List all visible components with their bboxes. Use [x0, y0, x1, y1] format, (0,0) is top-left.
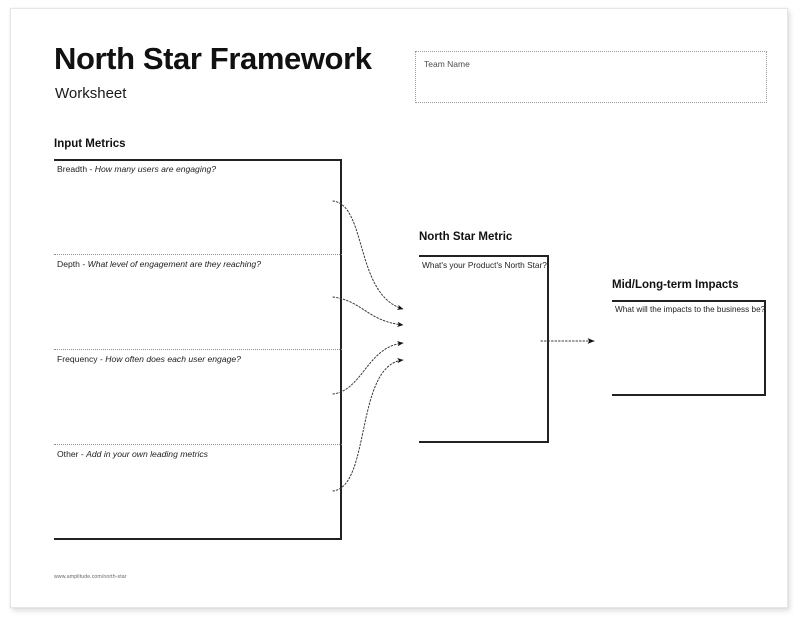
team-name-label: Team Name [424, 59, 470, 69]
metric-label-frequency: Frequency - How often does each user eng… [57, 354, 241, 364]
input-metrics-box: Breadth - How many users are engaging? D… [54, 159, 342, 540]
connector-breadth-to-nsm [332, 200, 404, 310]
north-star-metric-box[interactable]: What's your Product's North Star? [419, 255, 549, 443]
impacts-heading: Mid/Long-term Impacts [612, 279, 739, 291]
nsm-top-rule [419, 255, 549, 257]
input-metrics-bottom-rule [54, 538, 342, 540]
metric-prompt: How many users are engaging? [94, 164, 217, 174]
metric-row-other[interactable]: Other - Add in your own leading metrics [54, 444, 342, 540]
impacts-top-rule [612, 300, 766, 302]
metric-prefix: Frequency - [57, 354, 106, 364]
metric-label-depth: Depth - What level of engagement are the… [57, 259, 261, 269]
impacts-prompt: What will the impacts to the business be… [615, 305, 766, 314]
input-metrics-heading: Input Metrics [54, 138, 126, 150]
metric-prefix: Breadth - [57, 164, 95, 174]
metric-divider [54, 349, 342, 350]
impacts-bottom-rule [612, 394, 766, 396]
metric-row-breadth[interactable]: Breadth - How many users are engaging? [54, 159, 342, 254]
north-star-metric-heading: North Star Metric [419, 231, 513, 243]
nsm-bottom-rule [419, 441, 549, 443]
metric-divider [54, 444, 342, 445]
nsm-right-rule [547, 255, 549, 443]
metric-label-other: Other - Add in your own leading metrics [57, 449, 208, 459]
north-star-metric-prompt: What's your Product's North Star? [422, 260, 547, 270]
metric-prefix: Other - [57, 449, 87, 459]
page-subtitle: Worksheet [55, 85, 127, 102]
impacts-right-rule [764, 300, 766, 396]
metric-prompt: How often does each user engage? [105, 354, 241, 364]
connector-other-to-nsm [332, 358, 404, 492]
metric-row-depth[interactable]: Depth - What level of engagement are the… [54, 254, 342, 349]
input-metrics-top-rule [54, 159, 342, 161]
metric-label-breadth: Breadth - How many users are engaging? [57, 164, 216, 174]
metric-prefix: Depth - [57, 259, 88, 269]
page-title: North Star Framework [54, 41, 372, 76]
metric-prompt: Add in your own leading metrics [86, 449, 208, 459]
metric-divider [54, 254, 342, 255]
metric-prompt: What level of engagement are they reachi… [87, 259, 261, 269]
footer-url[interactable]: www.amplitude.com/north-star [54, 574, 127, 580]
impacts-box[interactable]: What will the impacts to the business be… [612, 300, 766, 396]
connector-frequency-to-nsm [332, 341, 404, 395]
worksheet-sheet: North Star Framework Worksheet Team Name… [10, 8, 788, 608]
metric-row-frequency[interactable]: Frequency - How often does each user eng… [54, 349, 342, 444]
team-name-field[interactable]: Team Name [415, 51, 767, 103]
connector-depth-to-nsm [332, 296, 404, 327]
